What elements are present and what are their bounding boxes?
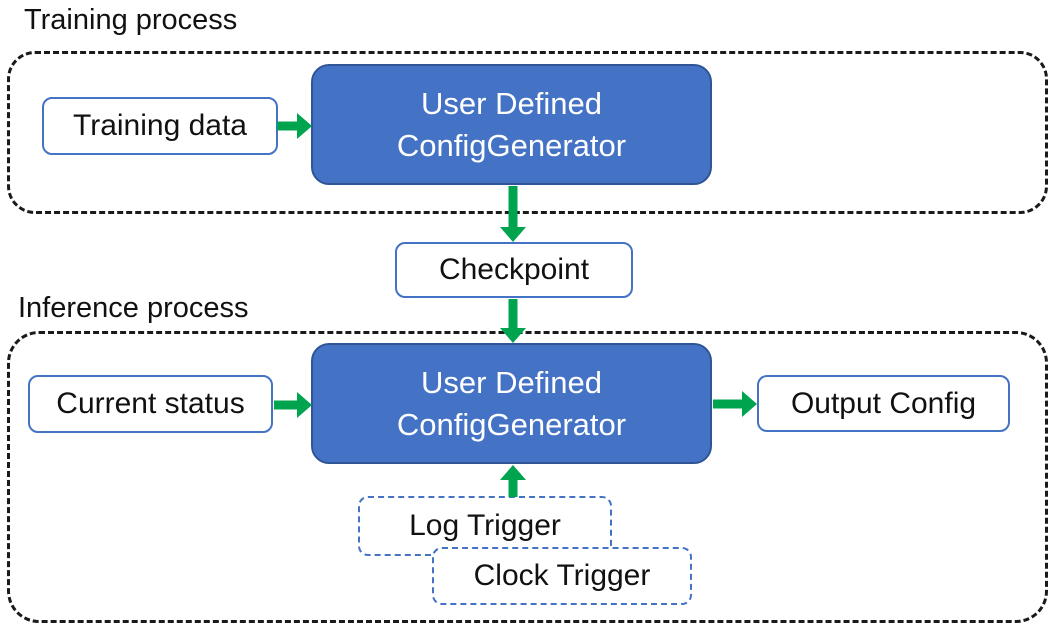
arrow-generator-to-output-config <box>713 391 757 417</box>
training-process-label: Training process <box>24 4 238 36</box>
arrow-shaft <box>508 479 518 497</box>
arrow-head <box>500 465 526 480</box>
arrow-current-status-to-generator <box>274 392 312 418</box>
inference-process-label: Inference process <box>18 292 249 324</box>
arrow-head <box>297 113 312 139</box>
training-data-box: Training data <box>42 97 278 155</box>
clock-trigger-box: Clock Trigger <box>432 547 692 605</box>
current-status-box: Current status <box>28 375 273 433</box>
arrow-training-data-to-generator <box>277 113 312 139</box>
training-process-container <box>7 51 1048 214</box>
arrow-checkpoint-to-generator <box>500 299 526 343</box>
output-config-box: Output Config <box>757 375 1010 432</box>
arrow-shaft <box>508 299 518 329</box>
arrow-shaft <box>713 399 744 409</box>
generator-line2: ConfigGenerator <box>396 406 627 442</box>
arrow-shaft <box>277 121 299 131</box>
user-defined-configgenerator-inference-box: User Defined ConfigGenerator <box>311 343 712 464</box>
arrow-triggers-to-generator <box>500 465 526 497</box>
arrow-head <box>742 391 757 417</box>
arrow-shaft <box>508 186 518 228</box>
arrow-shaft <box>274 400 299 410</box>
arrow-head <box>500 328 526 343</box>
arrow-head <box>297 392 312 418</box>
user-defined-configgenerator-training-box: User Defined ConfigGenerator <box>311 64 712 185</box>
checkpoint-box: Checkpoint <box>395 242 633 298</box>
arrow-head <box>500 227 526 242</box>
generator-line1: User Defined <box>421 85 602 121</box>
log-trigger-box: Log Trigger <box>358 496 612 556</box>
generator-line2: ConfigGenerator <box>396 127 627 163</box>
inference-process-container <box>7 331 1048 623</box>
arrow-generator-to-checkpoint <box>500 186 526 242</box>
generator-line1: User Defined <box>421 364 602 400</box>
